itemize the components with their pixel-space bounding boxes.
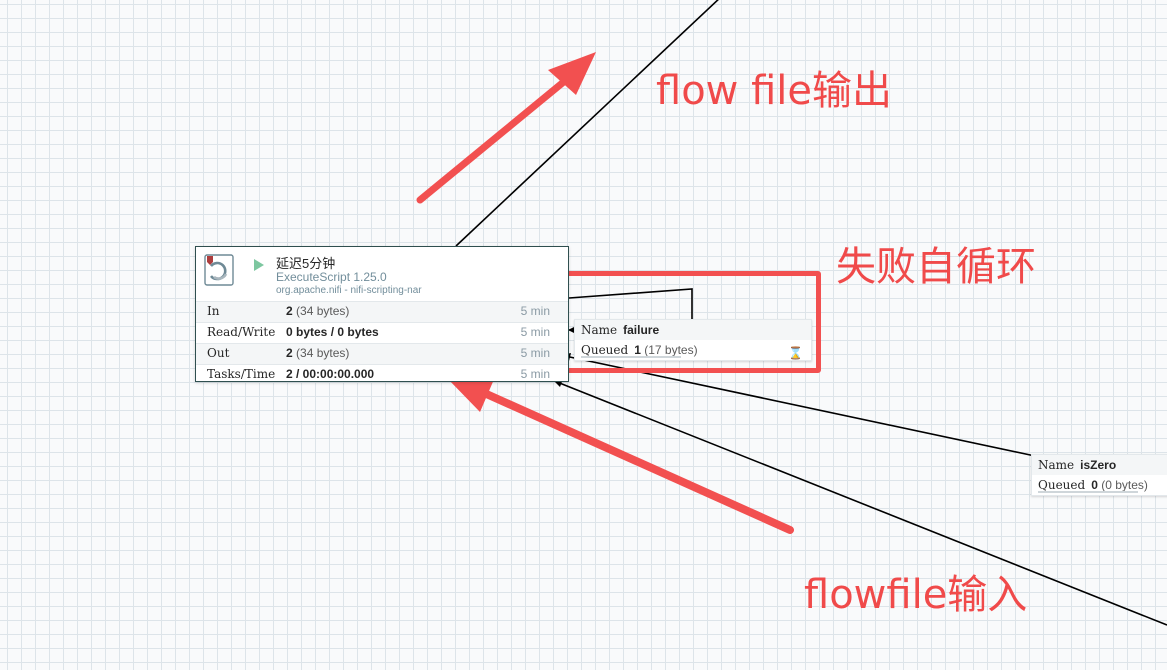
annotation-output: flow file输出 [656, 68, 893, 114]
failure-arrowhead [568, 326, 575, 334]
connection-label-failure[interactable]: Name failure Queued 1 (17 bytes) ⌛ [574, 319, 812, 361]
connection-queued-detail: (0 bytes) [1101, 478, 1148, 492]
processor-card[interactable]: 延迟5分钟 ExecuteScript 1.25.0 org.apache.ni… [195, 246, 569, 382]
stat-row-out: Out 2 (34 bytes) 5 min [196, 344, 568, 365]
processor-icon [204, 254, 234, 286]
output-annotation-arrow [416, 52, 596, 204]
input-annotation-arrow [447, 370, 794, 534]
stat-label: Read/Write [207, 325, 276, 339]
annotation-input: flowfile输入 [804, 572, 1028, 618]
connection-queued-key: Queued [1038, 478, 1086, 492]
connection-queued-detail: (17 bytes) [644, 343, 698, 357]
stat-row-in: In 2 (34 bytes) 5 min [196, 302, 568, 323]
stat-label: Tasks/Time [207, 367, 276, 381]
connection-name-row: Name failure [575, 320, 811, 340]
queue-progress-bar [581, 356, 681, 358]
processor-name: 延迟5分钟 [276, 256, 336, 271]
connection-queued-row: Queued 0 (0 bytes) [1032, 475, 1167, 495]
processor-type: ExecuteScript 1.25.0 [276, 270, 387, 284]
connection-name: isZero [1080, 458, 1117, 472]
failure-loop-line[interactable] [568, 288, 693, 320]
incoming-connection-line[interactable] [556, 381, 1167, 626]
connection-name: failure [623, 323, 660, 337]
stat-window: 5 min [520, 304, 550, 318]
outgoing-connection-line[interactable] [455, 0, 722, 247]
connection-queued-key: Queued [581, 343, 629, 357]
stat-value: 2 / 00:00:00.000 [286, 367, 375, 381]
stat-label: In [207, 304, 220, 318]
stat-row-read-write: Read/Write 0 bytes / 0 bytes 5 min [196, 323, 568, 344]
play-icon[interactable] [254, 259, 264, 271]
hourglass-icon: ⌛ [788, 346, 803, 360]
processor-header[interactable]: 延迟5分钟 ExecuteScript 1.25.0 org.apache.ni… [196, 247, 568, 302]
processor-bundle: org.apache.nifi - nifi-scripting-nar [276, 285, 422, 296]
stat-window: 5 min [520, 367, 550, 381]
connection-queued-count: 1 [634, 343, 641, 357]
connection-label-iszero[interactable]: Name isZero Queued 0 (0 bytes) [1031, 454, 1167, 496]
stat-window: 5 min [520, 325, 550, 339]
stat-window: 5 min [520, 346, 550, 360]
stat-value: 2 (34 bytes) [286, 304, 350, 318]
stat-value: 0 bytes / 0 bytes [286, 325, 379, 339]
stat-value: 2 (34 bytes) [286, 346, 350, 360]
annotation-self-loop: 失败自循环 [836, 244, 1036, 290]
stat-label: Out [207, 346, 230, 360]
connection-name-key: Name [581, 323, 618, 337]
connection-name-key: Name [1038, 458, 1075, 472]
queue-progress-bar [1038, 491, 1138, 493]
connection-queued-count: 0 [1091, 478, 1098, 492]
connection-name-row: Name isZero [1032, 455, 1167, 475]
connection-queued-row: Queued 1 (17 bytes) ⌛ [575, 340, 811, 360]
stat-row-tasks-time: Tasks/Time 2 / 00:00:00.000 5 min [196, 365, 568, 385]
